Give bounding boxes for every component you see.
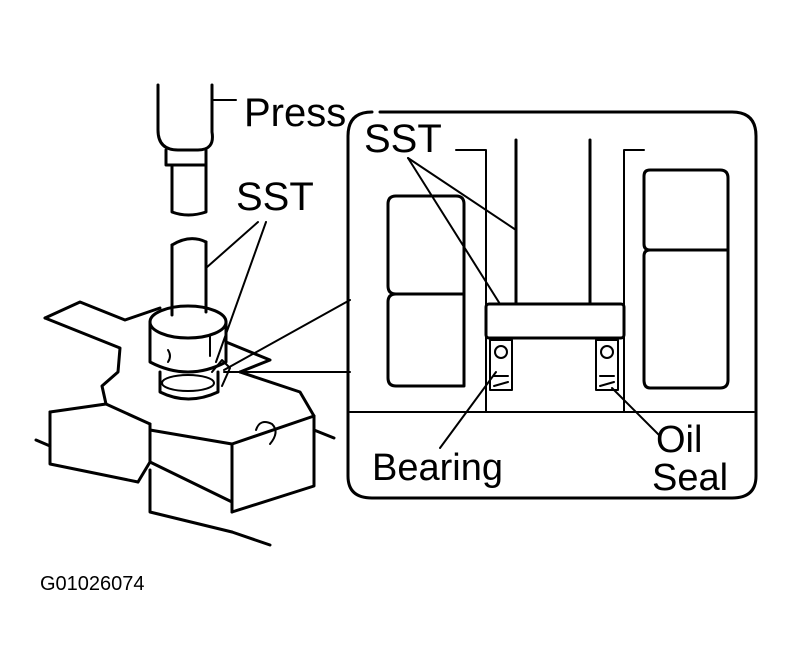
press-ram	[156, 83, 237, 217]
housing-workpiece	[34, 300, 336, 547]
label-sst-inset: SST	[364, 117, 442, 161]
label-seal: Seal	[652, 457, 728, 499]
label-bearing: Bearing	[372, 447, 503, 489]
sst-leader	[205, 221, 267, 363]
label-oil: Oil	[656, 419, 702, 461]
inset-detail	[346, 110, 758, 500]
inset-leader	[223, 299, 351, 373]
figure-code: G01026074	[40, 573, 145, 595]
label-press: Press	[244, 91, 346, 135]
sst-driver	[148, 237, 231, 401]
label-sst: SST	[236, 175, 314, 219]
